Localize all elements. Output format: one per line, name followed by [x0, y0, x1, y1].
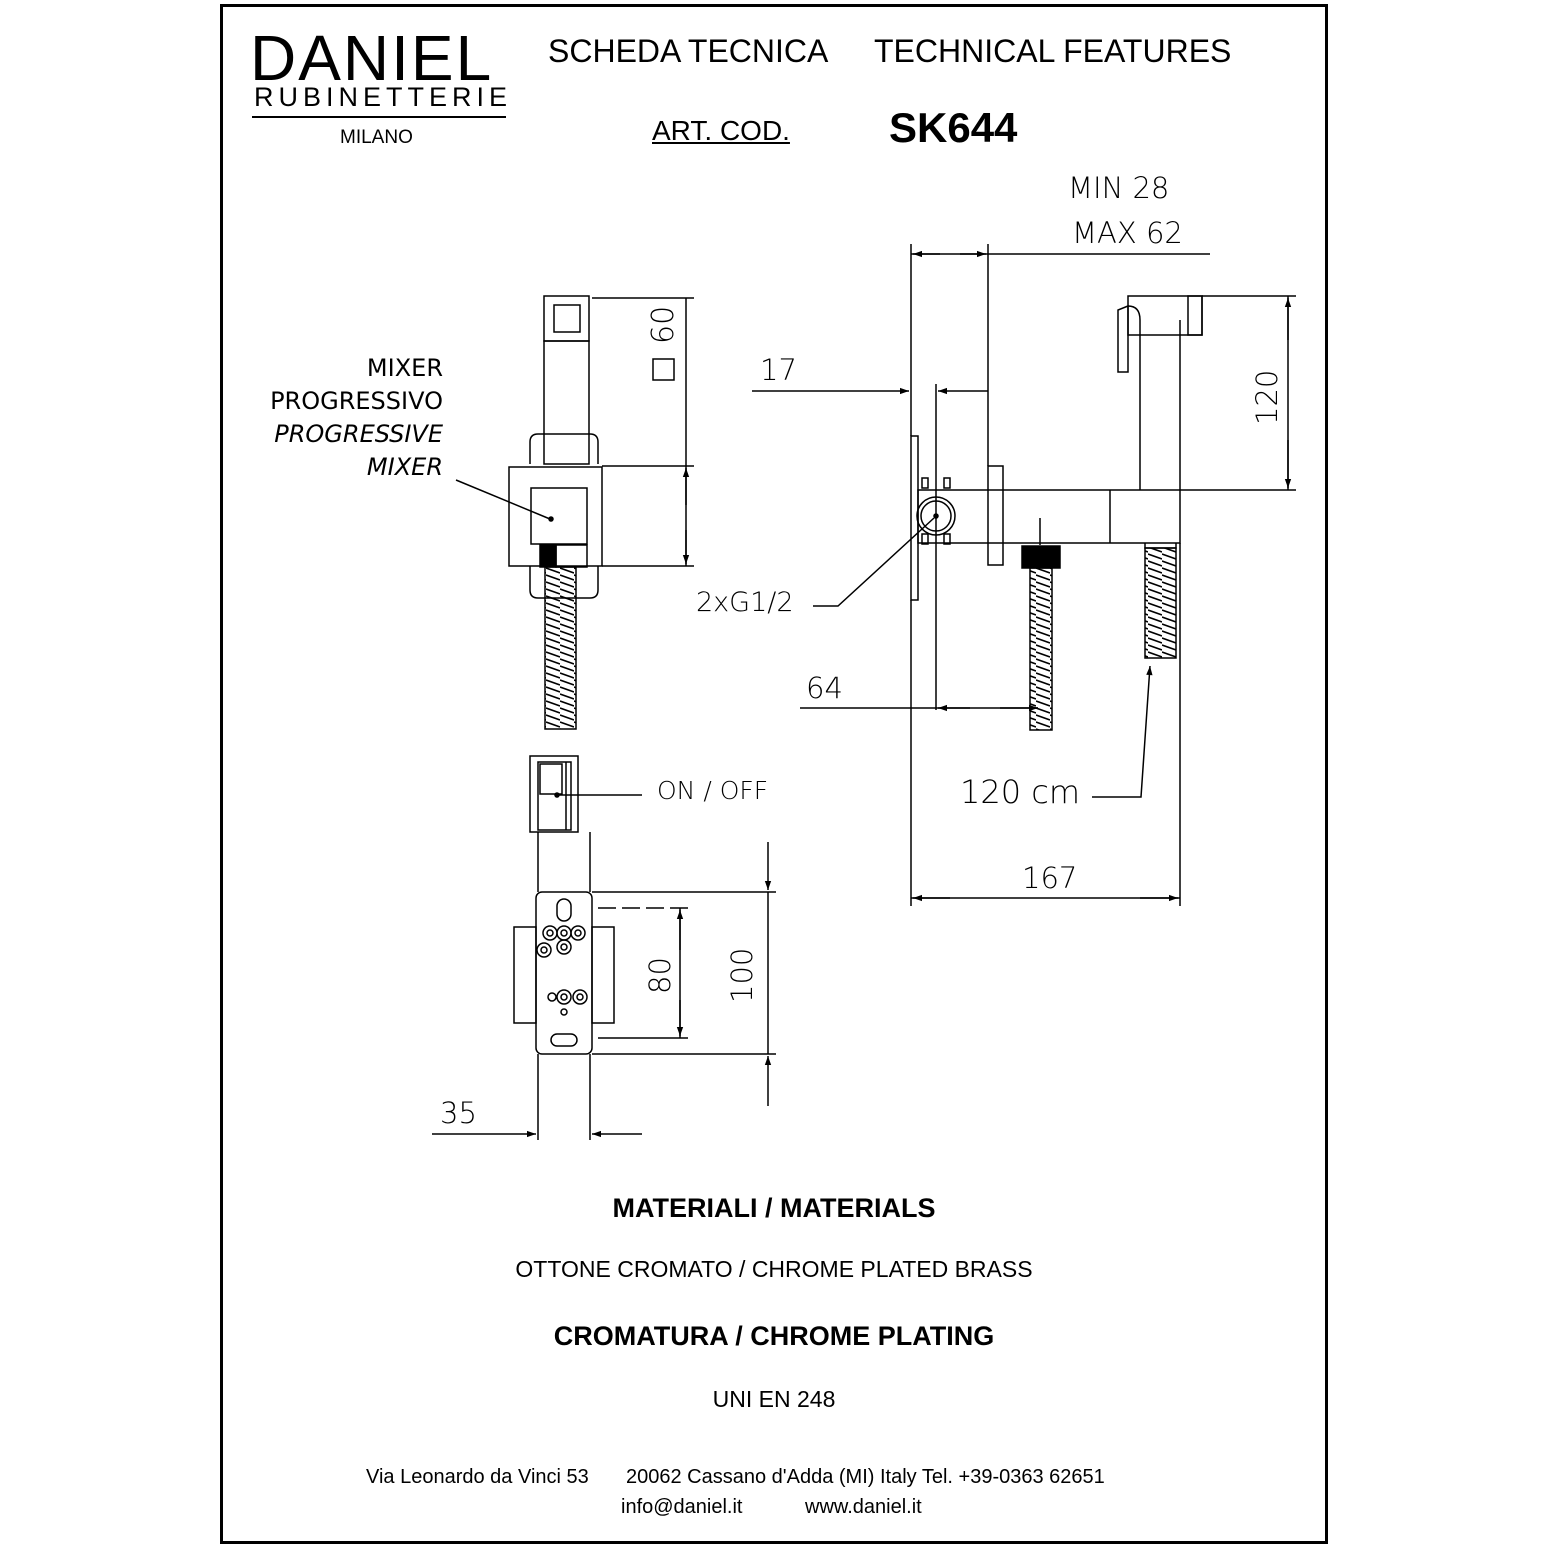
bracket-view: [432, 755, 776, 1140]
footer-website[interactable]: www.daniel.it: [805, 1496, 922, 1518]
mixer-label-en-1: PROGRESSIVE: [274, 420, 443, 448]
brand-logo: DANIEL: [250, 22, 494, 94]
mixer-label-en-2: MIXER: [366, 453, 443, 481]
wall-offset-dimension: 17: [760, 353, 797, 387]
depth-min-dimension: MIN 28: [1068, 171, 1170, 205]
footer-city-phone: 20062 Cassano d'Adda (MI) Italy Tel. +39…: [626, 1466, 1105, 1488]
hole-spacing-dimension: 80: [643, 957, 677, 994]
bracket-height-dimension: 100: [725, 947, 759, 1003]
brand-city: MILANO: [340, 127, 413, 148]
hose-offset-dimension: 64: [806, 671, 843, 705]
datasheet-frame: [220, 4, 1328, 1544]
materials-value: OTTONE CROMATO / CHROME PLATED BRASS: [515, 1256, 1033, 1282]
mixer-label: MIXER PROGRESSIVO PROGRESSIVE MIXER: [250, 352, 443, 484]
connection-label: 2xG1/2: [696, 587, 794, 618]
plate-size-dimension: 60: [646, 305, 681, 344]
side-view: [752, 244, 1296, 906]
plating-standard: UNI EN 248: [712, 1386, 836, 1412]
depth-max-dimension: MAX 62: [1072, 216, 1183, 250]
footer-address: Via Leonardo da Vinci 53: [366, 1466, 589, 1488]
bracket-width-dimension: 35: [440, 1096, 477, 1130]
brand-divider: [252, 116, 506, 118]
front-view: [455, 295, 694, 730]
sheet-title-italian: SCHEDA TECNICA: [548, 33, 829, 69]
materials-title: MATERIALI / MATERIALS: [612, 1193, 936, 1223]
total-length-dimension: 167: [1022, 861, 1078, 895]
on-off-label: ON / OFF: [657, 776, 769, 805]
article-code: SK644: [889, 104, 1018, 151]
article-code-label: ART. COD.: [652, 115, 790, 146]
hose-length-label: 120 cm: [960, 773, 1081, 811]
head-height-dimension: 120: [1250, 369, 1284, 425]
sheet-title-english: TECHNICAL FEATURES: [874, 33, 1232, 69]
brand-subtitle: RUBINETTERIE: [254, 82, 513, 112]
plating-title: CROMATURA / CHROME PLATING: [553, 1321, 995, 1351]
footer-email[interactable]: info@daniel.it: [621, 1496, 743, 1518]
mixer-label-it-2: PROGRESSIVO: [270, 387, 443, 415]
mixer-label-it-1: MIXER: [366, 354, 443, 382]
